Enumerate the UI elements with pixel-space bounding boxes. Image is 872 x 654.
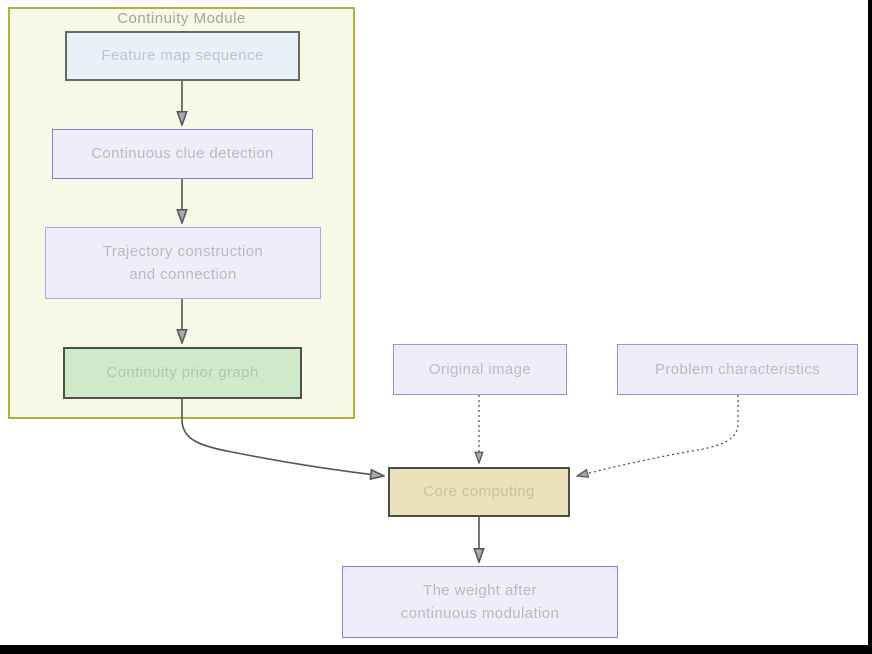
edge-problem-to-core [577,395,739,476]
node-problem-characteristics: Problem characteristics [617,344,858,395]
node-feature-map-sequence: Feature map sequence [65,31,300,81]
node-original-image: Original image [393,344,567,395]
node-core-computing: Core computing [388,467,570,517]
node-trajectory-construction: Trajectory construction and connection [45,227,321,299]
edge-prior-to-core [181,399,384,476]
node-continuity-prior-graph: Continuity prior graph [63,347,302,399]
continuity-module-title: Continuity Module [117,10,246,27]
node-continuous-clue-detection: Continuous clue detection [52,129,313,179]
node-weight-after-modulation: The weight after continuous modulation [342,566,618,638]
